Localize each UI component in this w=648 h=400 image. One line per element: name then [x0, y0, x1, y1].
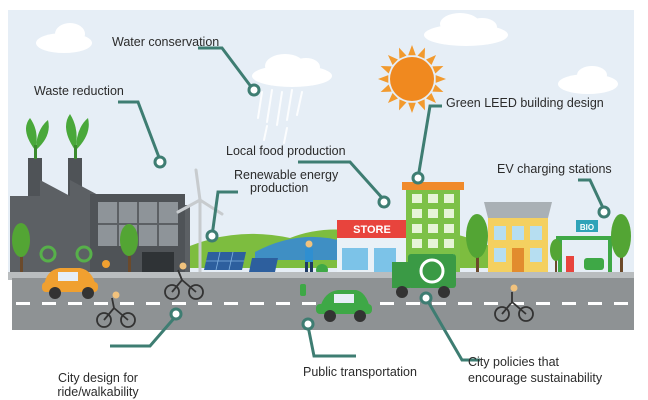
label-city-policies-1: City policies that	[468, 355, 560, 369]
store-building	[337, 220, 407, 274]
sun-ray	[417, 47, 426, 59]
bio-sign: BIO	[580, 223, 594, 232]
callout-lines	[110, 46, 606, 362]
building-window	[444, 209, 454, 218]
recycle-icon	[39, 245, 93, 263]
sidewalk	[8, 272, 634, 280]
sun-ray	[398, 47, 407, 59]
label-green-leed: Green LEED building design	[446, 96, 604, 110]
sun-ray	[426, 54, 437, 65]
building-window	[428, 224, 438, 233]
sun-ray	[387, 54, 398, 65]
building-window	[412, 194, 422, 203]
label-city-policies-2: encourage sustainability	[468, 371, 603, 385]
lane-dash	[224, 302, 238, 305]
factory	[10, 158, 190, 272]
cyclist-icon	[164, 269, 204, 300]
store-sign: STORE	[353, 224, 391, 236]
cloud-icon	[424, 13, 508, 46]
building-window	[412, 239, 422, 248]
lane-dash	[432, 302, 446, 305]
cloud-icon	[252, 54, 332, 87]
lane-dash	[250, 302, 264, 305]
lane-dash	[68, 302, 82, 305]
lane-dash	[172, 302, 186, 305]
label-ev-charging: EV charging stations	[497, 162, 612, 176]
sun-ray	[398, 99, 407, 111]
cyclist-icon	[96, 297, 136, 328]
building-window	[428, 194, 438, 203]
lane-dash	[406, 302, 420, 305]
sun-ray	[417, 99, 426, 111]
lane-dash	[16, 302, 30, 305]
sun-ray	[380, 65, 392, 74]
sun-ray	[378, 75, 389, 83]
tree-icon	[120, 224, 138, 272]
cloud-icon	[36, 23, 92, 53]
lane-dash	[94, 302, 108, 305]
label-renewable-energy-1: Renewable energy	[234, 168, 339, 182]
farmer-figure	[305, 240, 313, 274]
leaf-icon	[26, 114, 89, 159]
lane-dash	[302, 302, 316, 305]
tree-icon	[12, 223, 30, 272]
lane-dash	[276, 302, 290, 305]
tree-icon	[466, 214, 488, 274]
lane-dash	[614, 302, 628, 305]
sun-ray	[408, 102, 416, 113]
lane-dash	[536, 302, 550, 305]
building-window	[428, 239, 438, 248]
cloud-icon	[558, 66, 618, 94]
charger-plug-icon	[300, 284, 306, 296]
label-local-food-production: Local food production	[226, 144, 346, 158]
lane-dash	[562, 302, 576, 305]
building-window	[412, 209, 422, 218]
cyclist-head	[510, 284, 518, 292]
solar-panel	[204, 251, 278, 272]
building-window	[444, 224, 454, 233]
building-window	[444, 239, 454, 248]
cyclist-head	[179, 262, 187, 270]
lane-dash	[198, 302, 212, 305]
lane-dash	[458, 302, 472, 305]
recycling-truck	[392, 254, 456, 298]
sun-ray	[426, 93, 437, 104]
sun-ray	[435, 75, 446, 83]
label-renewable-energy-2: production	[250, 181, 309, 195]
cyclist-head	[112, 291, 120, 299]
building-window	[444, 194, 454, 203]
sun-icon	[378, 45, 446, 113]
tree-icon	[550, 239, 562, 273]
lane-markings	[16, 302, 628, 305]
sun-ray	[432, 84, 444, 93]
lane-dash	[42, 302, 56, 305]
callout-dots	[153, 83, 611, 331]
sun-ray	[387, 93, 398, 104]
label-city-design-2: ride/walkability	[57, 385, 139, 399]
label-water-conservation: Water conservation	[112, 35, 220, 49]
lane-dash	[588, 302, 602, 305]
building-window	[412, 224, 422, 233]
building-window	[428, 209, 438, 218]
lane-dash	[510, 302, 524, 305]
rain-icon	[257, 89, 303, 144]
blue-hill	[255, 236, 345, 260]
sun-ray	[408, 45, 416, 56]
wind-turbine	[176, 168, 224, 274]
house-building	[484, 202, 552, 274]
sun-ray	[380, 84, 392, 93]
tree-icon	[611, 214, 631, 274]
label-public-transportation: Public transportation	[303, 365, 417, 379]
lane-dash	[484, 302, 498, 305]
label-waste-reduction: Waste reduction	[34, 84, 124, 98]
orange-car	[42, 260, 110, 299]
cyclist-icon	[494, 292, 534, 322]
lane-dash	[380, 302, 394, 305]
green-car	[316, 290, 372, 322]
lane-dash	[120, 302, 134, 305]
label-city-design-1: City design for	[58, 371, 138, 385]
lane-dash	[146, 302, 160, 305]
sun-ray	[432, 65, 444, 74]
